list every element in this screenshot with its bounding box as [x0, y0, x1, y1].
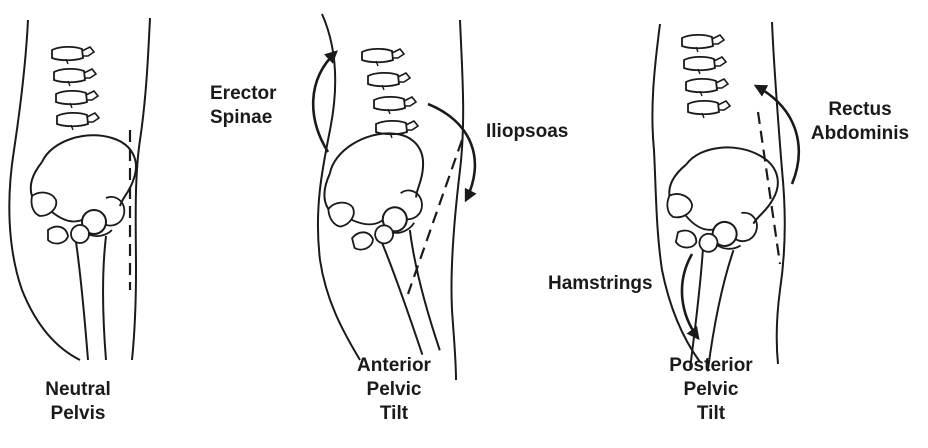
panel-posterior	[633, 21, 800, 379]
panel-anterior	[311, 13, 477, 381]
label-iliopsoas: Iliopsoas	[486, 120, 568, 144]
caption-neutral-pelvis: Neutral Pelvis	[28, 378, 128, 426]
caption-line: Pelvic	[366, 379, 422, 400]
caption-line: Anterior	[357, 355, 431, 376]
caption-anterior-pelvic-tilt: Anterior Pelvic Tilt	[344, 354, 444, 426]
caption-posterior-pelvic-tilt: Posterior Pelvic Tilt	[656, 354, 766, 426]
panel-neutral	[8, 17, 151, 361]
caption-line: Pelvic	[683, 379, 739, 400]
caption-line: Tilt	[379, 403, 409, 424]
label-line: Abdominis	[810, 123, 910, 144]
caption-line: Tilt	[696, 403, 726, 424]
caption-line: Pelvis	[50, 403, 106, 424]
label-erector-spinae: Erector Spinae	[210, 82, 277, 130]
label-hamstrings: Hamstrings	[548, 272, 653, 296]
label-line: Hamstrings	[548, 273, 653, 294]
label-line: Erector	[210, 83, 277, 104]
label-rectus-abdominis: Rectus Abdominis	[804, 98, 916, 146]
label-line: Rectus	[828, 99, 892, 120]
caption-line: Neutral	[45, 379, 111, 400]
label-line: Spinae	[210, 107, 273, 128]
caption-line: Posterior	[669, 355, 753, 376]
label-line: Iliopsoas	[486, 121, 569, 142]
